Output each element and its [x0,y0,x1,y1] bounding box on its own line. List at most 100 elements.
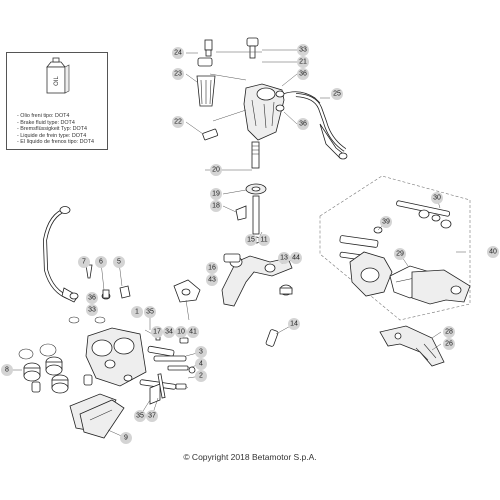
svg-text:34: 34 [165,329,173,336]
callout-14: 14 [288,318,300,330]
callout-21: 21 [297,56,309,68]
svg-text:8: 8 [5,367,9,374]
fluid-type-line: - Olio freni tipo: DOT4 [17,113,70,119]
callout-39: 39 [380,216,392,228]
callout-36: 36 [297,68,309,80]
svg-text:15: 15 [247,237,255,244]
brake-fluid-info-box: OIL - Olio freni tipo: DOT4 - Brake flui… [6,52,108,150]
svg-text:40: 40 [489,249,497,256]
svg-text:2: 2 [199,373,203,380]
svg-text:23: 23 [174,71,182,78]
svg-text:20: 20 [212,167,220,174]
callout-43: 43 [206,274,218,286]
svg-text:5: 5 [117,259,121,266]
callout-44: 41 [187,326,199,338]
svg-text:25: 25 [333,91,341,98]
fluid-type-line: - Liquide de frein type: DOT4 [17,132,87,139]
callout-18: 18 [210,200,222,212]
svg-text:36: 36 [299,71,307,78]
callout-13: 13 [278,252,290,264]
callout-6: 6 [95,256,107,268]
svg-text:1: 1 [135,309,139,316]
svg-text:37: 37 [148,413,156,420]
brake-pedal [221,253,293,347]
callout-25: 25 [331,88,343,100]
callout-35: 35 [134,410,146,422]
svg-text:10: 10 [177,329,185,336]
svg-text:3: 3 [199,349,203,356]
svg-text:7: 7 [82,259,86,266]
callout-leader-lines [12,49,466,439]
callout-2: 2 [195,370,207,382]
callout-labels: 24 23 22 33 21 36 25 36 20 19 18 15 11 3… [1,44,499,444]
svg-text:18: 18 [212,203,220,210]
callout-16: 16 [206,262,218,274]
callout-33: 33 [297,44,309,56]
callout-35: 35 [144,306,156,318]
callout-19: 19 [210,188,222,200]
callout-4: 4 [195,358,207,370]
svg-text:33: 33 [299,47,307,54]
svg-text:35: 35 [146,309,154,316]
callout-37: 37 [146,410,158,422]
callout-24: 24 [172,47,184,59]
callout-34: 34 [163,326,175,338]
callout-23: 23 [172,68,184,80]
svg-text:26: 26 [445,341,453,348]
brake-hose [295,93,348,160]
svg-text:36: 36 [299,121,307,128]
callout-40: 40 [487,246,499,258]
svg-text:16: 16 [208,265,216,272]
callout-30: 29 [394,248,406,260]
oil-can-icon: OIL [46,57,70,94]
oil-label: OIL [54,76,60,86]
svg-text:11: 11 [260,237,267,244]
svg-text:39: 39 [382,219,390,226]
callout-1: 1 [131,306,143,318]
svg-text:4: 4 [199,361,203,368]
svg-text:29: 29 [396,251,404,258]
fluid-type-line: - Brake fluid type: DOT4 [17,119,75,126]
callout-7: 7 [78,256,90,268]
callout-26: 26 [443,338,455,350]
front-brake-caliper [85,327,177,390]
brake-hose [42,206,79,303]
svg-text:41: 41 [189,329,197,336]
callout-8: 8 [1,364,13,376]
callout-20: 20 [210,164,222,176]
fluid-type-line: - Bremsflüssigkeit Typ: DOT4 [17,126,87,132]
caliper-pins-and-bolts [149,279,201,405]
svg-text:30: 30 [433,195,441,202]
svg-text:33: 33 [88,307,96,314]
svg-text:13: 13 [280,255,288,262]
rear-caliper-assembly [319,175,471,367]
callout-11: 11 [258,234,270,246]
svg-text:21: 21 [299,59,307,66]
svg-text:9: 9 [124,435,128,442]
callout-10: 10 [175,326,187,338]
svg-text:6: 6 [99,259,103,266]
callout-33: 33 [86,304,98,316]
svg-text:22: 22 [174,119,182,126]
svg-text:44: 44 [292,255,300,262]
callout-5: 5 [113,256,125,268]
copyright-notice: © Copyright 2018 Betamotor S.p.A. [183,452,317,462]
svg-text:36: 36 [88,295,96,302]
callout-29: 30 [431,192,443,204]
svg-text:14: 14 [290,321,298,328]
banjo-bolts-and-washers [68,264,131,324]
svg-text:19: 19 [212,191,220,198]
svg-text:28: 28 [445,329,453,336]
callout-12: 44 [290,252,302,264]
fluid-type-line: - El líquido de frenos tipo: DOT4 [17,139,95,145]
svg-text:17: 17 [153,329,161,336]
callout-3: 3 [195,346,207,358]
svg-text:35: 35 [136,413,144,420]
caliper-pistons [18,343,93,394]
svg-text:24: 24 [174,50,182,57]
brake-pads [69,393,125,439]
callout-36: 36 [297,118,309,130]
callout-36: 36 [86,292,98,304]
